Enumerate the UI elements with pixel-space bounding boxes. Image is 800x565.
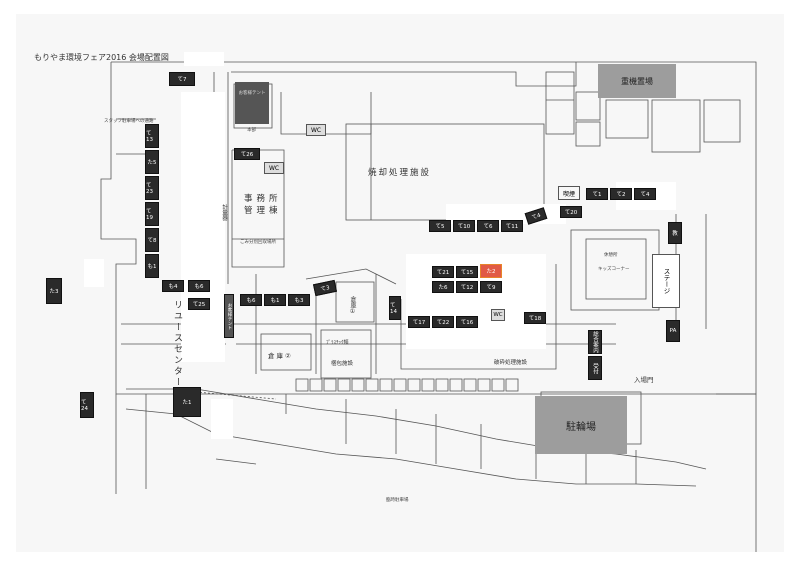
covered-area bbox=[84, 259, 104, 287]
hq-label: 本部 bbox=[247, 128, 256, 133]
heavy-machinery-label: 重機置場 bbox=[621, 76, 653, 86]
booth-te14[interactable]: て14 bbox=[389, 296, 401, 320]
bicycle-parking-area: 駐輪場 bbox=[535, 396, 627, 454]
warehouse1-label: 倉庫① bbox=[349, 296, 356, 315]
reception-desk: 受付 bbox=[588, 356, 602, 380]
reception-label: 受付 bbox=[592, 362, 598, 374]
scale-label: 計量器 bbox=[221, 204, 227, 221]
info-label: 総合案内 bbox=[592, 331, 598, 353]
recycle-center-label: リユースセンター bbox=[172, 300, 182, 388]
booth-te8[interactable]: て8 bbox=[145, 228, 159, 252]
booth-te21[interactable]: て21 bbox=[432, 266, 454, 278]
office-label: 事務所 bbox=[244, 194, 282, 204]
booth-te7[interactable]: て7 bbox=[169, 72, 195, 86]
customer-tent-strip-label: お客様テント bbox=[227, 302, 232, 330]
booth-ta6[interactable]: た6 bbox=[432, 281, 454, 293]
shelter-label: 教 bbox=[672, 231, 678, 237]
booth-te4b[interactable]: て4 bbox=[634, 188, 656, 200]
wc-1: WC bbox=[306, 124, 326, 136]
smoking-label: 喫煙 bbox=[562, 190, 575, 198]
wc-2: WC bbox=[264, 162, 284, 174]
map-sheet: もりやま環境フェア2016 会場配置図 重機置場 駐輪場 お客様テント 本部 焼… bbox=[16, 14, 784, 552]
wc-3: WC bbox=[491, 309, 505, 321]
staff-parking-path-label: スタッフ駐車場への通路 bbox=[104, 119, 154, 124]
booth-te15[interactable]: て15 bbox=[456, 266, 478, 278]
plastic-label: ﾌﾟﾗｽﾁｯｸ類 bbox=[326, 340, 349, 346]
booth-te11[interactable]: て11 bbox=[501, 220, 523, 232]
booth-mo1b[interactable]: も1 bbox=[264, 294, 286, 306]
covered-area bbox=[181, 92, 225, 362]
rest-area-label: 休憩所 bbox=[604, 253, 618, 258]
page-title: もりやま環境フェア2016 会場配置図 bbox=[34, 53, 169, 62]
booth-te13[interactable]: て13 bbox=[145, 124, 159, 148]
shelter-box: 教 bbox=[668, 222, 682, 244]
wc-label: WC bbox=[268, 164, 280, 172]
booth-mo3[interactable]: も3 bbox=[288, 294, 310, 306]
stage-label: ステージ bbox=[662, 268, 670, 294]
management-label: 管理棟 bbox=[244, 206, 282, 216]
booth-te26[interactable]: て26 bbox=[234, 148, 260, 160]
customer-tent: お客様テント bbox=[235, 82, 269, 124]
incinerator-label: 焼却処理施設 bbox=[368, 168, 432, 178]
booth-te10[interactable]: て10 bbox=[453, 220, 475, 232]
booth-te1[interactable]: て1 bbox=[586, 188, 608, 200]
pa-label: PA bbox=[669, 328, 677, 334]
booth-te2[interactable]: て2 bbox=[610, 188, 632, 200]
garbage-collection-label: ごみ分別回収場所 bbox=[240, 240, 276, 245]
temporary-parking-label: 臨時駐車場 bbox=[386, 498, 409, 503]
booth-te25[interactable]: て25 bbox=[188, 298, 210, 310]
booth-mo4[interactable]: も4 bbox=[162, 280, 184, 292]
booth-te9[interactable]: て9 bbox=[480, 281, 502, 293]
wc-label: WC bbox=[493, 312, 503, 318]
kids-corner-label: キッズコーナー bbox=[598, 267, 630, 272]
customer-tent-strip: お客様テント bbox=[224, 294, 234, 338]
booth-ta5[interactable]: た5 bbox=[145, 150, 159, 174]
stage: ステージ bbox=[652, 254, 680, 308]
booth-te17[interactable]: て17 bbox=[408, 316, 430, 328]
booth-mo6[interactable]: も6 bbox=[188, 280, 210, 292]
entrance-label: 入場門 bbox=[634, 376, 654, 384]
covered-area bbox=[211, 399, 233, 439]
booth-te12[interactable]: て12 bbox=[456, 281, 478, 293]
booth-te22[interactable]: て22 bbox=[432, 316, 454, 328]
booth-te18[interactable]: て18 bbox=[524, 312, 546, 324]
booth-te5[interactable]: て5 bbox=[429, 220, 451, 232]
booth-ta2-highlighted[interactable]: た2 bbox=[480, 264, 502, 278]
booth-te23[interactable]: て23 bbox=[145, 176, 159, 200]
crushing-label: 破砕処理施設 bbox=[494, 360, 528, 366]
warehouse2-label: 倉庫② bbox=[268, 352, 293, 360]
heavy-machinery-area: 重機置場 bbox=[598, 64, 676, 98]
booth-te24[interactable]: て24 bbox=[80, 392, 94, 418]
booth-te6[interactable]: て6 bbox=[477, 220, 499, 232]
info-desk: 総合案内 bbox=[588, 330, 602, 354]
customer-tent-label: お客様テント bbox=[238, 91, 266, 96]
booth-mo1a[interactable]: も1 bbox=[145, 254, 159, 278]
covered-area bbox=[184, 52, 224, 66]
booth-mo6b[interactable]: も6 bbox=[240, 294, 262, 306]
booth-te20[interactable]: て20 bbox=[560, 206, 582, 218]
booth-ta1[interactable]: た1 bbox=[173, 387, 201, 417]
booth-te19[interactable]: て19 bbox=[145, 202, 159, 226]
packaging-label: 梱包施設 bbox=[331, 361, 354, 367]
wc-label: WC bbox=[310, 126, 322, 134]
booth-ta3[interactable]: た3 bbox=[46, 278, 62, 304]
smoking-area: 喫煙 bbox=[558, 186, 580, 200]
bicycle-parking-label: 駐輪場 bbox=[566, 421, 596, 433]
booth-te16[interactable]: て16 bbox=[456, 316, 478, 328]
pa-box: PA bbox=[666, 320, 680, 342]
